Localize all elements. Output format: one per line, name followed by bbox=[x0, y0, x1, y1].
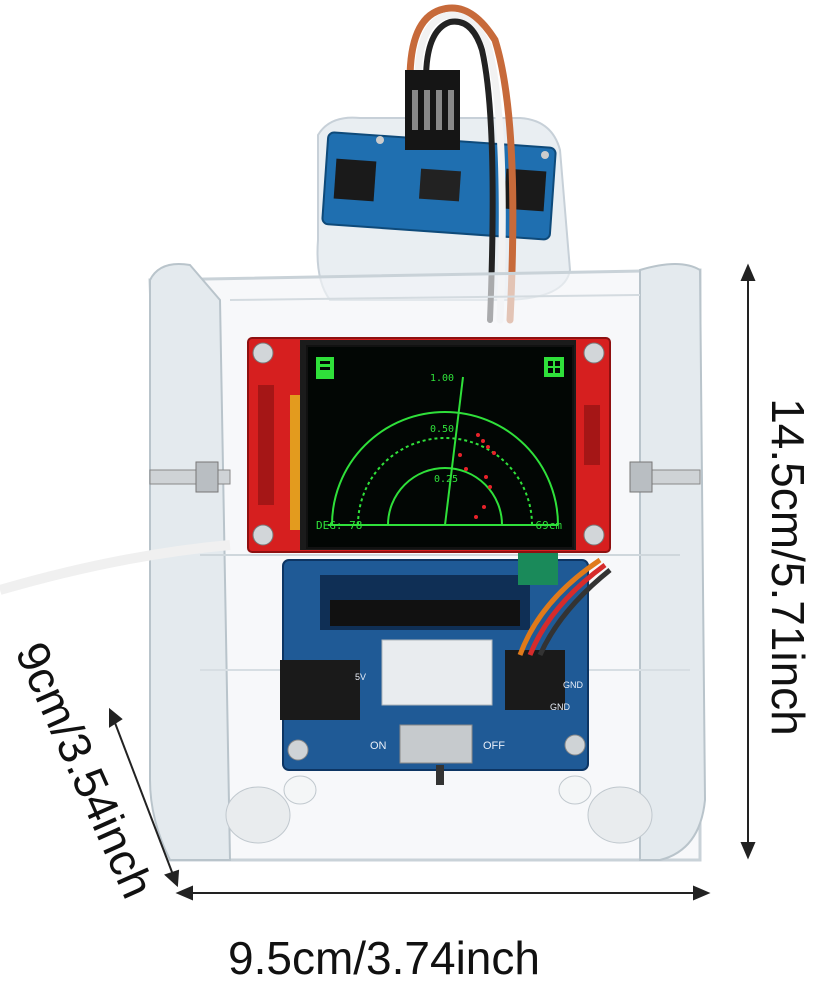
radar-screen: 1.00 0.50 0.25 DEG: 78 69cm bbox=[306, 345, 574, 549]
sensor-cables bbox=[405, 4, 517, 324]
gnd-label-2: GND bbox=[550, 702, 570, 712]
ring-label-outer: 1.00 bbox=[430, 373, 455, 384]
radar-arc-outer bbox=[331, 411, 559, 526]
distance-readout: 69cm bbox=[535, 519, 563, 532]
controller-board bbox=[280, 545, 612, 785]
ring-label-middle: 0.50 bbox=[430, 424, 455, 435]
dimension-arrows bbox=[109, 263, 756, 901]
degree-readout: DEG: 78 bbox=[316, 519, 363, 532]
switch-on-label: ON bbox=[370, 740, 387, 752]
gnd-label-1: GND bbox=[563, 680, 583, 690]
switch-off-label: OFF bbox=[483, 740, 505, 752]
power-label: 5V bbox=[355, 672, 367, 682]
grid-icon bbox=[544, 357, 564, 377]
radar-sweep-line bbox=[444, 376, 464, 526]
height-dimension-label: 14.5cm/5.71inch bbox=[762, 398, 814, 736]
ring-label-inner: 0.25 bbox=[434, 474, 459, 485]
radar-display bbox=[316, 357, 564, 526]
usb-cable bbox=[0, 540, 231, 595]
radar-arc-inner bbox=[387, 467, 503, 526]
radar-echoes bbox=[458, 433, 496, 519]
width-dimension-label: 9.5cm/3.74inch bbox=[228, 932, 540, 984]
